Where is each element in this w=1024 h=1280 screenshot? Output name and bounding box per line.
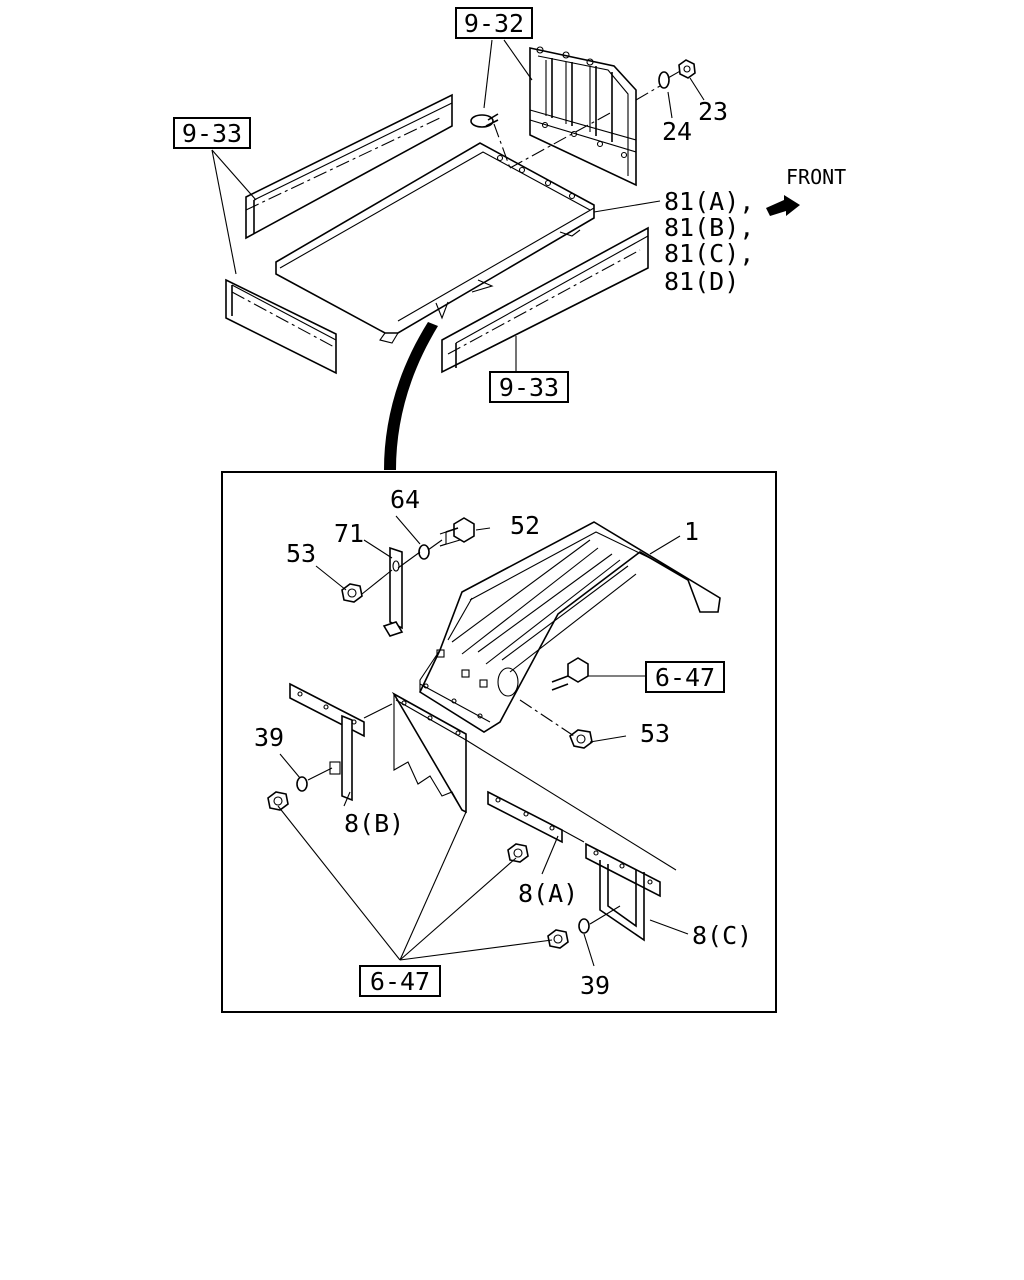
part-8c-label: 8(C) <box>692 921 752 950</box>
part-81d-label: 81(D) <box>664 267 739 296</box>
nut-left <box>267 791 289 811</box>
part-81c-label: 81(C), <box>664 239 754 268</box>
part-39-left-label: 39 <box>254 723 284 752</box>
part-64-label: 64 <box>390 485 420 514</box>
nut-23 <box>678 59 696 79</box>
bolt-52 <box>439 517 475 547</box>
nut-bottom <box>547 929 569 949</box>
headboard-bolt <box>470 113 499 128</box>
part-8a-label: 8(A) <box>518 879 578 908</box>
ref-9-32-label: 9-32 <box>464 9 524 38</box>
side-panel-lower-right <box>441 226 649 374</box>
cargo-bed-assembly <box>211 39 800 398</box>
washer-39-right <box>578 918 590 934</box>
ref-6-47-right-label: 6-47 <box>655 663 715 692</box>
floor-panel <box>275 142 595 344</box>
bracket-8a <box>487 790 563 844</box>
ref-box-6-47-bottom[interactable]: 6-47 <box>359 965 441 997</box>
ref-box-6-47-right[interactable]: 6-47 <box>645 661 725 693</box>
bracket-8b <box>289 682 365 802</box>
ref-9-33-bottom-label: 9-33 <box>499 373 559 402</box>
ref-box-9-32[interactable]: 9-32 <box>455 7 533 39</box>
part-8b-label: 8(B) <box>344 809 404 838</box>
ref-9-33-top-label: 9-33 <box>182 119 242 148</box>
detail-assembly <box>267 515 721 967</box>
nut-53-top <box>341 583 363 603</box>
ref-box-9-33-top[interactable]: 9-33 <box>173 117 251 149</box>
fender <box>418 521 721 733</box>
nut-middle <box>507 843 529 863</box>
part-23-label: 23 <box>698 97 728 126</box>
part-52-label: 52 <box>510 511 540 540</box>
front-direction-arrow <box>766 195 800 216</box>
part-71-label: 71 <box>334 519 364 548</box>
nut-53-right <box>569 729 593 749</box>
ref-box-9-33-bottom[interactable]: 9-33 <box>489 371 569 403</box>
part-53-right-label: 53 <box>640 719 670 748</box>
bolt-6-47-right <box>551 657 589 691</box>
part-39-right-label: 39 <box>580 971 610 1000</box>
stay-71 <box>382 546 404 637</box>
part-53-top-label: 53 <box>286 539 316 568</box>
part-24-label: 24 <box>662 117 692 146</box>
washer-64 <box>418 544 430 560</box>
detail-frame <box>221 471 777 1013</box>
side-panel-upper-left <box>245 93 453 240</box>
bracket-8c <box>585 842 661 942</box>
washer-24 <box>658 71 670 89</box>
part-81a-label: 81(A), <box>664 187 754 216</box>
ref-6-47-bottom-label: 6-47 <box>370 967 430 996</box>
detail-indicator <box>384 322 438 470</box>
part-81b-label: 81(B), <box>664 213 754 242</box>
front-label: FRONT <box>786 165 846 189</box>
headboard-frame <box>529 46 637 187</box>
part-1-label: 1 <box>684 517 699 546</box>
end-panel-lower-left <box>225 278 337 375</box>
washer-39-left <box>296 776 308 792</box>
